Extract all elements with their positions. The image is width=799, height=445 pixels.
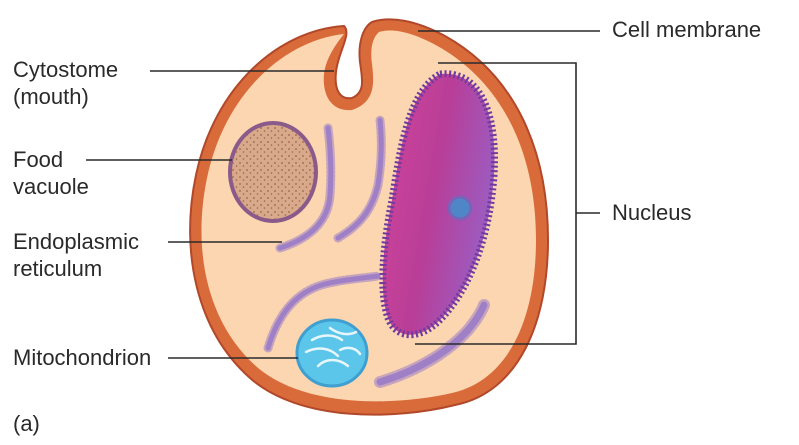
label-food-vacuole: Food vacuole (13, 146, 89, 200)
label-nucleus: Nucleus (612, 199, 691, 226)
label-food-vacuole-line2: vacuole (13, 173, 89, 200)
label-mitochondrion: Mitochondrion (13, 344, 151, 371)
nucleolus (449, 197, 471, 219)
label-cell-membrane: Cell membrane (612, 16, 761, 43)
food-vacuole (230, 123, 316, 221)
label-panel: (a) (13, 410, 40, 437)
mitochondrion (297, 320, 367, 386)
label-er-line2: reticulum (13, 255, 139, 282)
label-er-line1: Endoplasmic (13, 228, 139, 255)
label-cytostome-line2: (mouth) (13, 83, 118, 110)
label-endoplasmic-reticulum: Endoplasmic reticulum (13, 228, 139, 282)
label-food-vacuole-line1: Food (13, 146, 89, 173)
label-cytostome-line1: Cytostome (13, 56, 118, 83)
label-cytostome: Cytostome (mouth) (13, 56, 118, 110)
